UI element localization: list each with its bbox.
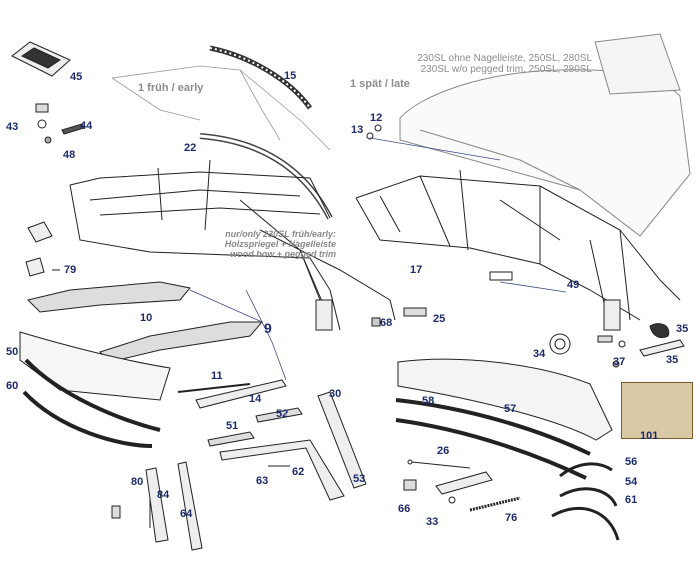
late-soft-top-canopy: [399, 33, 691, 237]
part-57-58-rear-seals: [395, 358, 613, 480]
part-label-62: 62: [292, 466, 305, 478]
part-label-84: 84: [157, 489, 170, 501]
part-label-66: 66: [398, 503, 411, 515]
part-label-22: 22: [184, 142, 197, 154]
part-22-wood-bow: [199, 133, 333, 220]
late-variant-note-line2: 230SL w/o pegged trim, 250SL, 280SL: [420, 64, 592, 75]
part-label-76: 76: [505, 512, 518, 524]
part-45-cover-plate: [11, 41, 71, 77]
part-label-13: 13: [351, 124, 364, 136]
part-label-60: 60: [6, 380, 19, 392]
part-label-101: 101: [640, 430, 659, 442]
part-label-11: 11: [211, 370, 223, 382]
part-label-35-lower: 35: [666, 354, 679, 366]
part-10-strip-upper: [27, 281, 191, 313]
early-note: 1 früh / early: [138, 82, 204, 94]
part-30-53-vertical-trim: [317, 391, 367, 489]
late-top-frame: [355, 169, 681, 331]
part-11-14-rods: [177, 379, 287, 409]
late-variant-note-line1: 230SL ohne Nagelleiste, 250SL, 280SL: [417, 53, 592, 64]
part-80-84-64-pillar-seals: [111, 461, 203, 551]
part-label-63: 63: [256, 475, 269, 487]
part-label-45: 45: [70, 71, 83, 83]
part-label-68: 68: [380, 317, 393, 329]
part-label-52: 52: [276, 408, 289, 420]
part-label-44: 44: [80, 120, 93, 132]
part-label-10: 10: [140, 312, 153, 324]
part-label-17: 17: [410, 264, 423, 276]
part-label-54: 54: [625, 476, 638, 488]
part-25-68-latch: [371, 307, 427, 327]
early-only-note-line2: Holzspriegel + Nagelleiste: [224, 239, 336, 249]
part-43-44-48-latch-hardware: [35, 103, 85, 144]
part-label-58: 58: [422, 395, 435, 407]
early-top-frame: [69, 159, 396, 331]
part-label-79: 79: [64, 264, 77, 276]
part-label-15: 15: [284, 70, 297, 82]
part-34-35-37-handles: [549, 323, 685, 368]
part-label-14: 14: [249, 393, 262, 405]
part-79-clamp-hardware: [25, 221, 60, 277]
part-label-50: 50: [6, 346, 19, 358]
early-top-outline: [111, 65, 331, 151]
part-10-strip-lower: [99, 321, 264, 363]
part-101-kit-photo: [621, 382, 693, 439]
part-label-25: 25: [433, 313, 446, 325]
leader-lines: [189, 137, 567, 381]
part-label-61: 61: [625, 494, 638, 506]
part-label-43: 43: [6, 121, 19, 133]
part-label-35-upper: 35: [676, 323, 689, 335]
part-15-front-bow-strip: [209, 45, 313, 110]
late-note: 1 spät / late: [350, 78, 410, 90]
part-label-51: 51: [226, 420, 239, 432]
part-label-80: 80: [131, 476, 144, 488]
part-label-34: 34: [533, 348, 546, 360]
part-26-33-66-76-hardware: [403, 459, 521, 512]
part-54-56-61-corner-seals: [551, 462, 620, 541]
part-label-30: 30: [329, 388, 342, 400]
part-label-48: 48: [63, 149, 76, 161]
part-label-33: 33: [426, 516, 439, 528]
part-50-60-seals: [19, 331, 171, 448]
part-label-53: 53: [353, 473, 366, 485]
part-label-57: 57: [504, 403, 517, 415]
part-label-56: 56: [625, 456, 638, 468]
early-only-note-line3: wood bow + pegged trim: [230, 249, 336, 259]
part-label-64: 64: [180, 508, 193, 520]
part-51-52-62-corner-trims: [207, 407, 345, 501]
early-only-note-line1: nur/only 230SL früh/early:: [225, 229, 336, 239]
part-label-12: 12: [370, 112, 383, 124]
part-label-9: 9: [264, 320, 272, 336]
part-label-49: 49: [567, 279, 580, 291]
part-label-37: 37: [613, 356, 626, 368]
part-12-13-screws: [366, 124, 382, 140]
part-label-26: 26: [437, 445, 450, 457]
